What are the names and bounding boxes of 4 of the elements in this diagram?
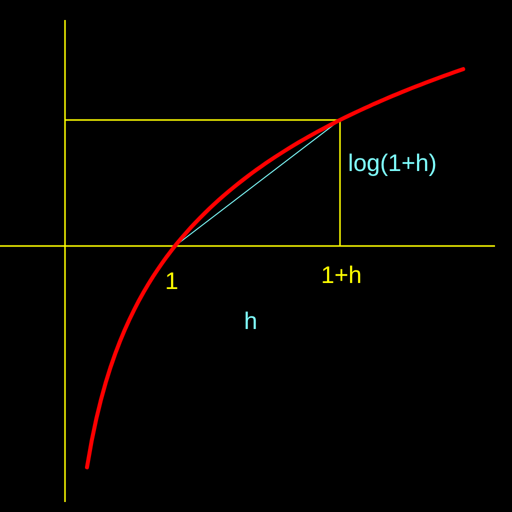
tick-label: 1 (165, 270, 178, 294)
interval-label: h (244, 310, 258, 334)
tick-label: 1+h (321, 264, 362, 288)
function-label: log(1+h) (348, 152, 437, 176)
